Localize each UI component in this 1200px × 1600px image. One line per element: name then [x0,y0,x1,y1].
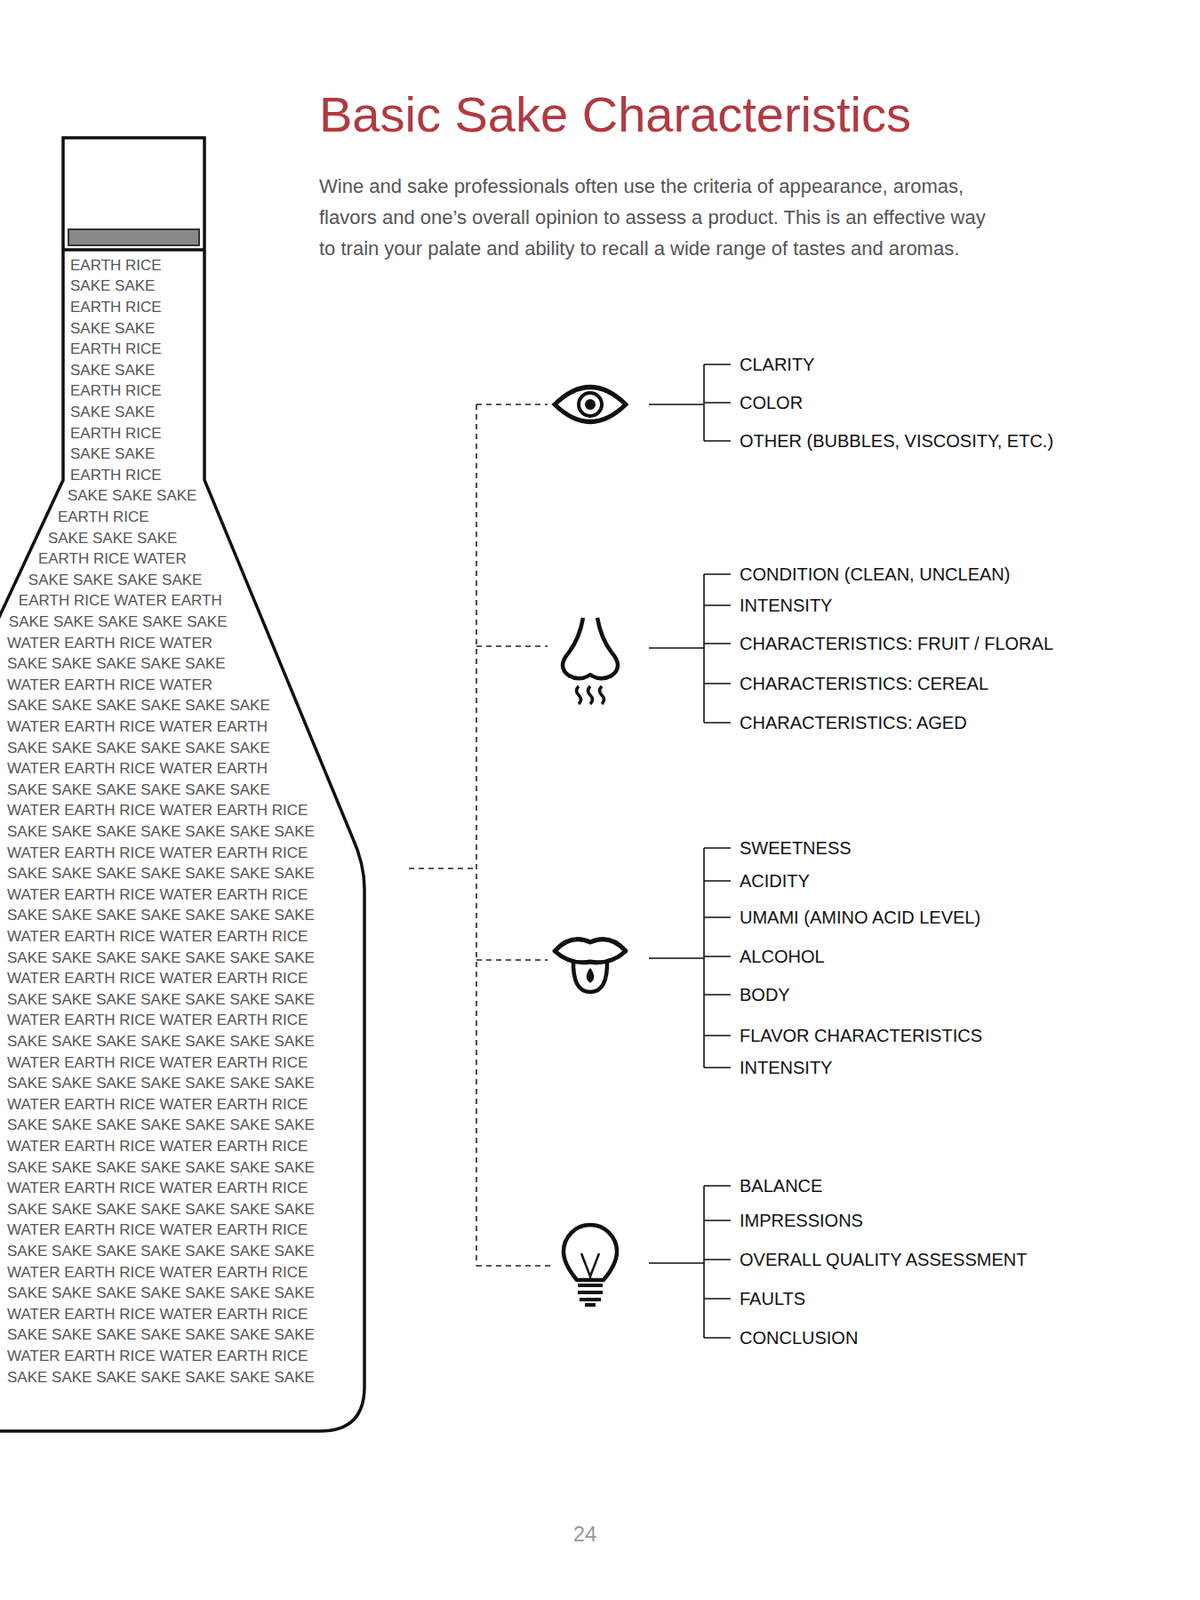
bottle-texture-text: SAKE SAKE [70,277,155,296]
bottle-texture-text: WATER EARTH RICE WATER EARTH [7,760,268,778]
bottle-texture-text: SAKE SAKE SAKE SAKE SAKE SAKE SAKE [7,1159,315,1177]
bottle-texture-text: SAKE SAKE SAKE SAKE SAKE [8,613,228,632]
bottle-texture-text: WATER EARTH RICE WATER EARTH RICE [7,1221,308,1240]
bottle-texture-text: SAKE SAKE SAKE SAKE SAKE SAKE SAKE [7,1242,315,1261]
bottle-texture-text: EARTH RICE [70,382,162,400]
criterion-item: CHARACTERISTICS: FRUIT / FLORAL [739,633,1054,655]
mouth-icon [554,939,626,992]
intro-paragraph: Wine and sake professionals often use th… [319,170,1004,264]
bottle-texture-text: SAKE SAKE SAKE SAKE SAKE SAKE SAKE [7,1032,315,1051]
brackets [648,364,731,1338]
bottle-texture-text: SAKE SAKE SAKE SAKE SAKE [7,655,226,673]
criterion-item: ACIDITY [739,871,810,892]
bottle-texture-text: SAKE SAKE SAKE SAKE SAKE SAKE SAKE [7,823,315,841]
criterion-item: COLOR [739,392,803,414]
bottle-texture-text: SAKE SAKE [70,320,155,338]
bottle-texture-text: SAKE SAKE SAKE SAKE SAKE SAKE SAKE [7,1116,315,1135]
bottle-texture-text: WATER EARTH RICE WATER EARTH RICE [7,1137,308,1156]
bottle-texture-text: WATER EARTH RICE WATER EARTH RICE [7,844,308,863]
criterion-item: CHARACTERISTICS: AGED [739,712,968,734]
bottle-texture-text: EARTH RICE [70,340,162,359]
bottle-texture-text: SAKE SAKE SAKE [48,529,178,548]
bottle-texture-text: SAKE SAKE SAKE SAKE SAKE SAKE [7,781,271,800]
criterion-item: FAULTS [739,1288,806,1310]
bottle-texture-text: SAKE SAKE SAKE [67,487,198,505]
bottle-texture-text: WATER EARTH RICE WATER EARTH RICE [7,1054,308,1072]
criterion-item: FLAVOR CHARACTERISTICS [739,1025,983,1047]
dashed-tree [408,404,552,1266]
bottle-texture-text: WATER EARTH RICE WATER EARTH RICE [7,886,308,904]
page-number: 24 [573,1521,598,1547]
bottle-texture-text: EARTH RICE WATER [38,550,187,568]
bottle-texture-text: WATER EARTH RICE WATER EARTH RICE [7,1347,308,1366]
nose-icon [562,617,618,704]
bottle-texture-text: WATER EARTH RICE WATER EARTH [7,718,268,736]
bottle-texture-text: WATER EARTH RICE WATER EARTH RICE [7,1305,308,1324]
criterion-item: OTHER (BUBBLES, VISCOSITY, ETC.) [739,431,1054,452]
criterion-item: SWEETNESS [739,838,852,859]
criterion-item: IMPRESSIONS [739,1210,864,1232]
eye-icon [554,387,626,423]
bottle-texture-text: EARTH RICE [70,298,162,317]
criterion-item: INTENSITY [739,595,832,616]
bulb-icon [563,1224,617,1305]
criterion-item: ALCOHOL [739,946,825,968]
bottle-texture-text: SAKE SAKE SAKE SAKE SAKE SAKE [7,696,271,715]
bottle-texture-text: SAKE SAKE [70,445,155,464]
bottle-texture-text: WATER EARTH RICE WATER EARTH RICE [7,801,308,820]
criterion-item: CHARACTERISTICS: CEREAL [739,673,989,695]
bottle-texture-text: SAKE SAKE SAKE SAKE SAKE SAKE SAKE [7,949,315,968]
bottle-texture-text: EARTH RICE [57,508,150,527]
sake-bottle [0,137,365,1432]
bottle-texture-text: SAKE SAKE [70,361,155,380]
bottle-texture-text: WATER EARTH RICE WATER EARTH RICE [7,1264,308,1282]
bottle-texture-text: WATER EARTH RICE WATER EARTH RICE [7,1096,308,1114]
bottle-texture-text: WATER EARTH RICE WATER [7,634,213,653]
criterion-item: CONDITION (CLEAN, UNCLEAN) [739,564,1010,585]
criterion-item: BODY [739,984,791,1006]
bottle-texture-text: SAKE SAKE SAKE SAKE SAKE SAKE SAKE [7,864,315,883]
bottle-texture-text: EARTH RICE [70,466,162,485]
criterion-item: CLARITY [739,354,815,376]
bottle-texture-text: SAKE SAKE SAKE SAKE SAKE SAKE SAKE [7,1284,315,1303]
bottle-texture-text: WATER EARTH RICE WATER EARTH RICE [7,928,308,946]
bottle-texture-text: WATER EARTH RICE WATER EARTH RICE [7,1179,308,1198]
criterion-item: CONCLUSION [739,1328,858,1349]
bottle-texture-text: SAKE SAKE SAKE SAKE SAKE SAKE SAKE [7,1074,315,1093]
criterion-item: UMAMI (AMINO ACID LEVEL) [739,907,981,928]
page-title: Basic Sake Characteristics [319,85,912,144]
bottle-texture-text: SAKE SAKE [70,403,155,422]
bottle-texture-text: SAKE SAKE SAKE SAKE SAKE SAKE SAKE [7,1200,315,1219]
criterion-item: INTENSITY [739,1057,832,1079]
bottle-texture-text: SAKE SAKE SAKE SAKE SAKE SAKE SAKE [7,991,315,1009]
bottle-texture-text: EARTH RICE WATER EARTH [18,592,223,610]
bottle-texture-text: SAKE SAKE SAKE SAKE SAKE SAKE SAKE [7,906,315,925]
criterion-item: BALANCE [739,1176,823,1197]
bottle-texture-text: SAKE SAKE SAKE SAKE [28,571,203,590]
bottle-texture-text: EARTH RICE [70,256,162,275]
bottle-texture-text: EARTH RICE [70,424,162,443]
bottle-texture-text: SAKE SAKE SAKE SAKE SAKE SAKE [7,739,271,758]
bottle-texture-text: SAKE SAKE SAKE SAKE SAKE SAKE SAKE [7,1368,315,1387]
bottle-texture-text: WATER EARTH RICE WATER EARTH RICE [7,1011,308,1030]
bottle-texture-text: SAKE SAKE SAKE SAKE SAKE SAKE SAKE [7,1326,315,1344]
bottle-texture-text: WATER EARTH RICE WATER EARTH RICE [7,969,308,988]
criterion-item: OVERALL QUALITY ASSESSMENT [739,1249,1027,1271]
bottle-texture-text: WATER EARTH RICE WATER [7,676,213,695]
